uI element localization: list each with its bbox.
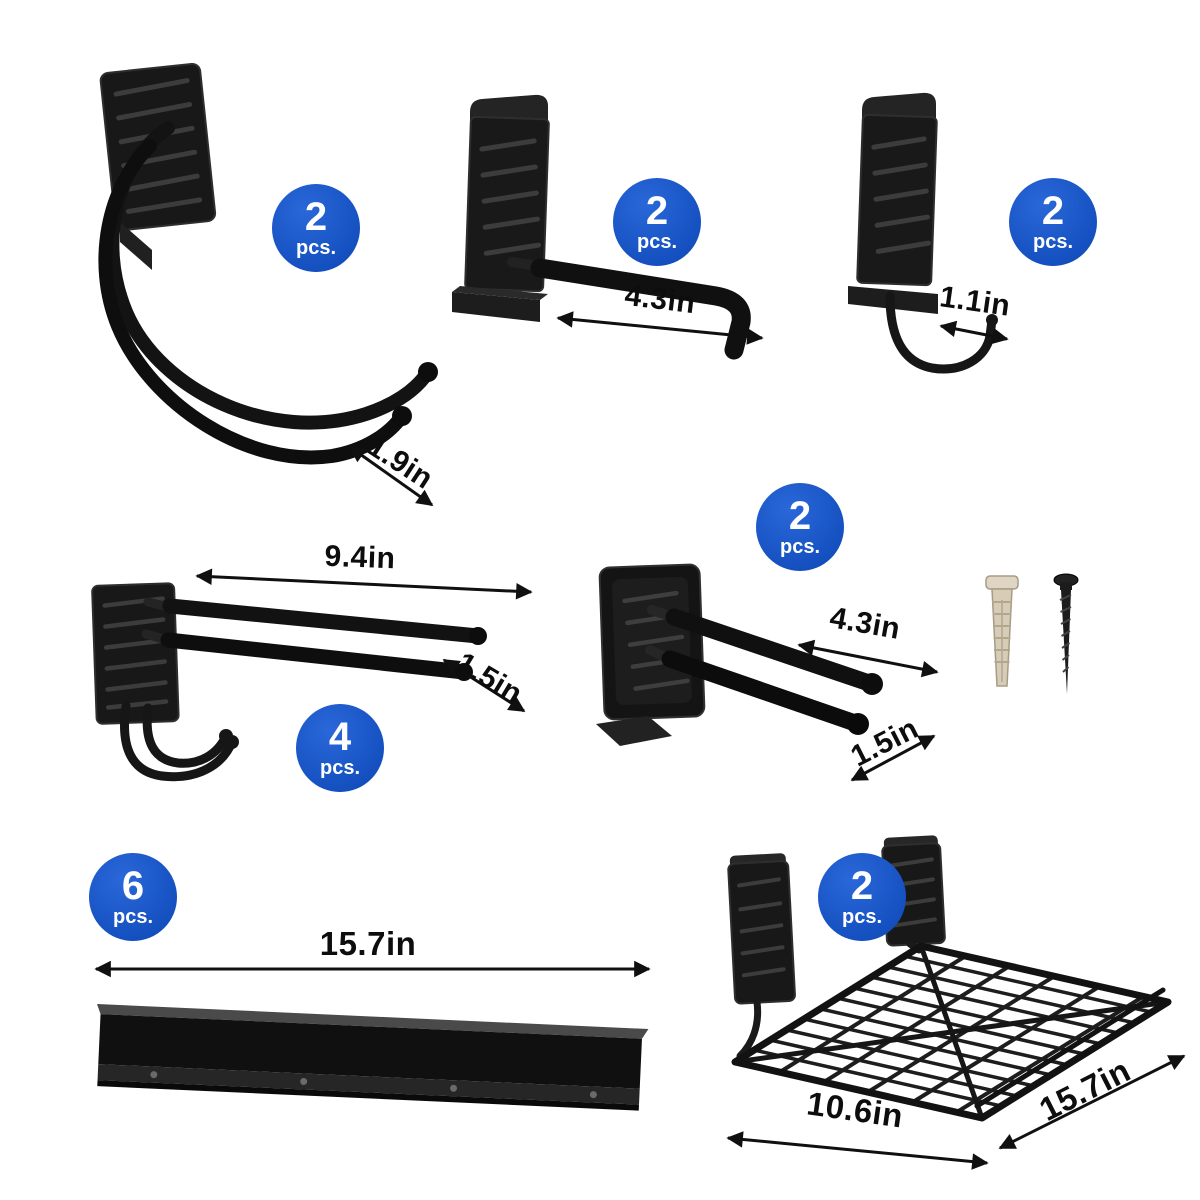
badge-count: 4 [328,714,352,759]
wall-anchor [985,575,1019,687]
double-arm-plate [91,582,180,725]
badge-unit: pcs. [319,756,361,779]
dim-arrow-jhook-width [939,320,1009,345]
j-hook [848,92,998,374]
shelf-frame [731,942,1172,1122]
dim-label-doublearm-length: 9.4in [324,539,397,576]
double-arm-hook-qty-badge: 4 pcs. [296,704,384,792]
badge-count: 2 [304,194,328,239]
shelf-bracket-left-connector [736,998,762,1060]
dim-arrow-shelf-depth [726,1131,989,1170]
mounting-rail [97,1004,649,1111]
badge-unit: pcs. [295,236,337,259]
ladder-hook [452,94,751,360]
badge-count: 6 [121,863,145,908]
dim-arrow-doublearm-length [195,568,533,600]
bike-hook-bracket [120,222,152,270]
double-arm-hook [91,582,487,782]
shelf-bracket-left [727,853,796,1005]
badge-count: 2 [788,493,812,538]
bike-hook [98,63,438,465]
dim-arrow-ladder-length [556,311,764,345]
badge-count: 2 [645,188,669,233]
badge-unit: pcs. [841,905,883,928]
double-arm-arms [141,597,486,680]
ladder-hook-bracket [452,292,540,322]
dim-arrow-vertical-depth [850,734,936,782]
wire-shelf [727,835,1172,1122]
shelf-qty-badge: 2 pcs. [818,853,906,941]
bike-hook-qty-badge: 2 pcs. [272,184,360,272]
screw [1053,573,1079,694]
rail-qty-badge: 6 pcs. [89,853,177,941]
j-hook-qty-badge: 2 pcs. [1009,178,1097,266]
badge-unit: pcs. [1032,230,1074,253]
vertical-hook-flange [596,716,672,746]
dim-arrow-doublearm-depth [442,658,526,713]
j-hook-curve [885,291,997,374]
dim-arrow-shelf-length [998,1054,1186,1150]
vertical-hook-qty-badge: 2 pcs. [756,483,844,571]
badge-count: 2 [1041,188,1065,233]
dim-label-rail-length: 15.7in [319,925,417,962]
dim-arrow-bike-depth [348,445,434,507]
shelf-braces [734,945,1169,1119]
badge-unit: pcs. [636,230,678,253]
badge-unit: pcs. [779,535,821,558]
vertical-double-hook [596,563,883,746]
dim-arrow-vertical-length [797,639,939,678]
rail-screw-holes [150,1071,597,1099]
ladder-hook-qty-badge: 2 pcs. [613,178,701,266]
double-arm-lower-hook [120,701,237,782]
badge-count: 2 [850,863,874,908]
badge-unit: pcs. [112,905,154,928]
